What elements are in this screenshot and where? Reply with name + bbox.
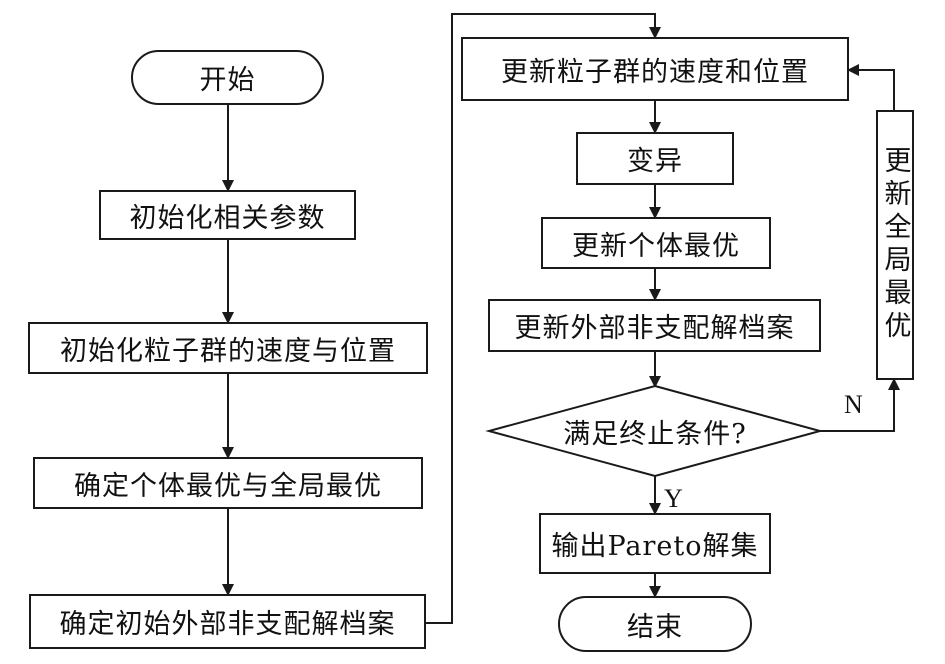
edge-update-global-to-update-swarm [847,64,895,110]
end-node: 结束 [558,596,752,652]
update-archive-node: 更新外部非支配解档案 [488,299,821,352]
condition-label: 满足终止条件? [563,418,747,450]
start-node: 开始 [131,50,324,105]
determine-best-node: 确定个体最优与全局最优 [33,457,423,509]
update-personal-node: 更新个体最优 [541,217,771,269]
init-params-node: 初始化相关参数 [99,190,356,240]
edge-condition-to-update-global [820,378,900,432]
decision-diamond [485,384,824,478]
yes-label: Y [664,484,683,513]
no-label: N [844,390,863,419]
edge-init-archive-to-update-swarm [426,13,661,624]
output-node: 输出Pareto解集 [539,513,771,574]
init-swarm-node: 初始化粒子群的速度与位置 [28,322,428,374]
update-swarm-node: 更新粒子群的速度和位置 [461,37,849,101]
mutation-node: 变异 [576,132,734,185]
update-global-node: 更新全局最优 [876,110,914,380]
init-archive-node: 确定初始外部非支配解档案 [29,594,426,649]
